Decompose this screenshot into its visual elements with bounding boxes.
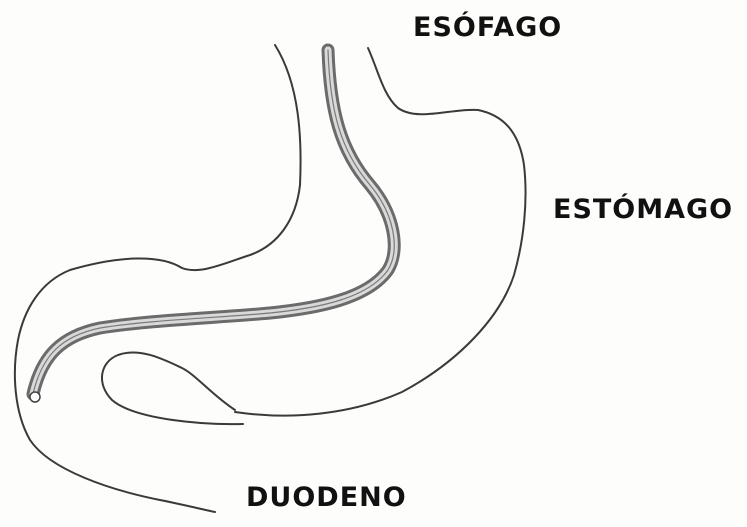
stomach-outer-right-wall [235,48,526,416]
esophagus-label: ESÓFAGO [413,14,562,41]
endoscope-tip [30,392,40,402]
endoscope-tube [30,50,394,402]
duodenum-inner-fold [102,352,243,424]
stomach-label: ESTÓMAGO [553,196,733,223]
stomach-outer-left-wall [15,45,301,512]
duodenum-label: DUODENO [246,484,407,511]
